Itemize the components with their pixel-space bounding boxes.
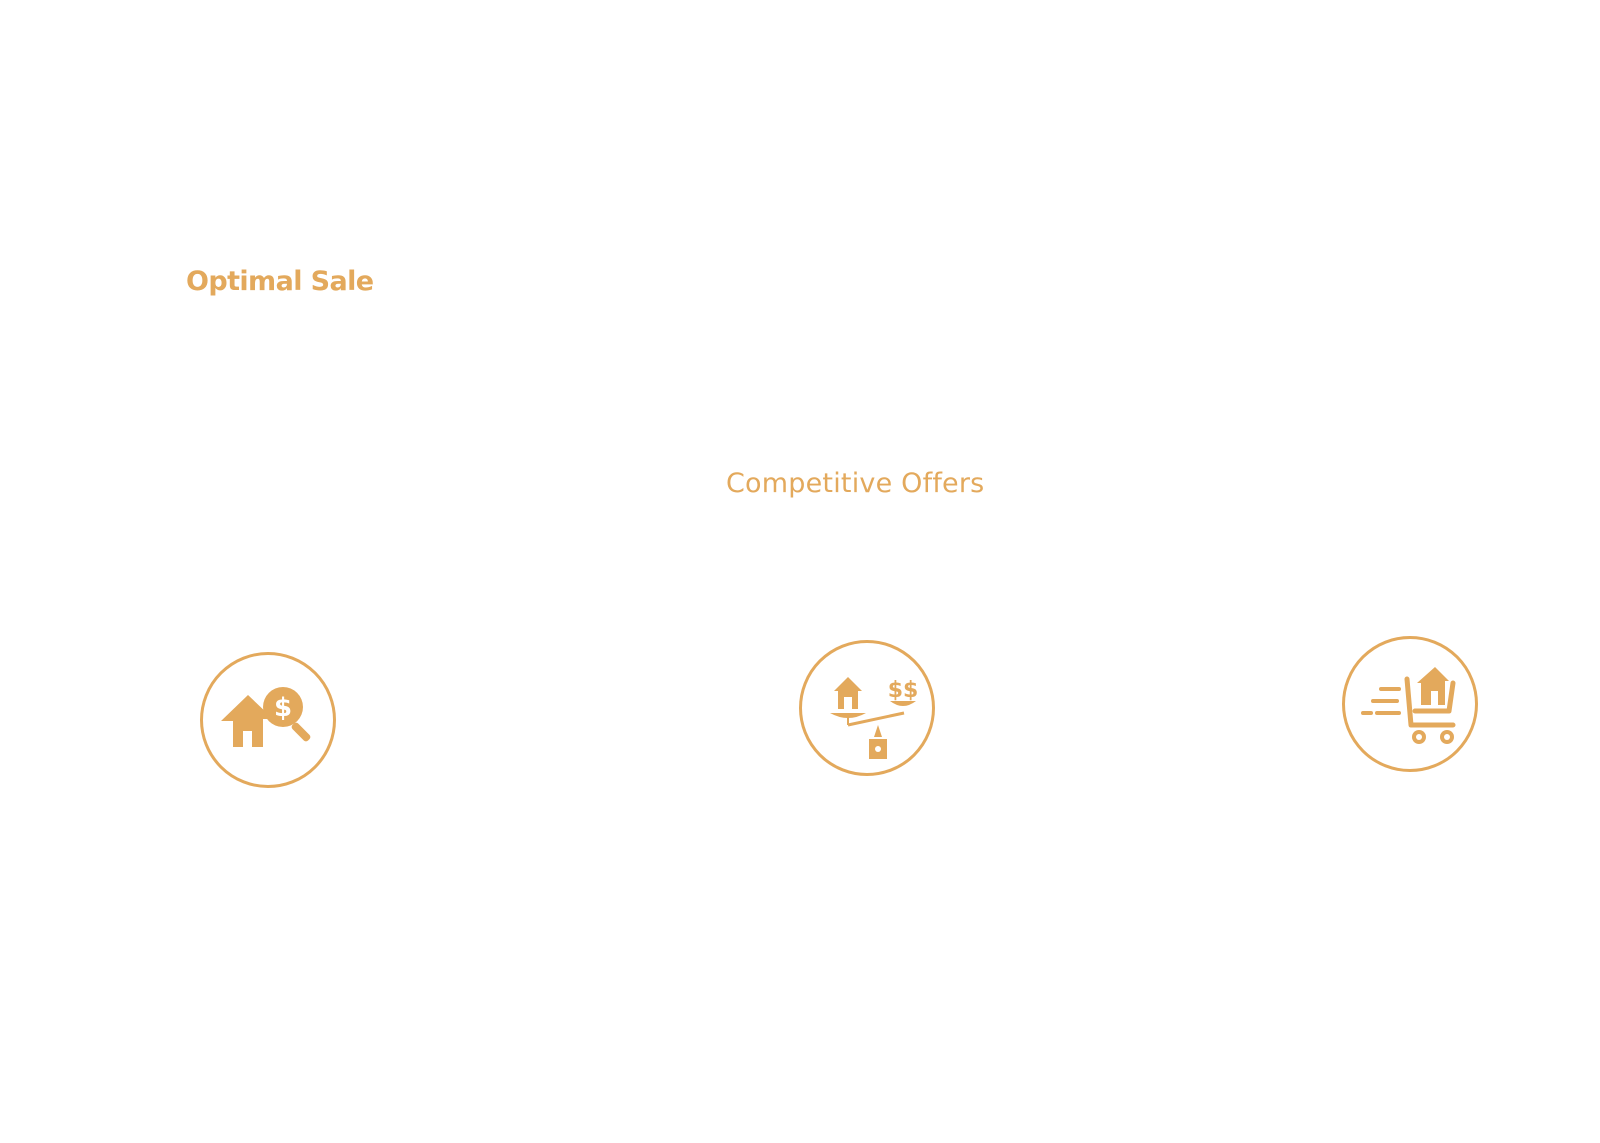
competitive-offers-heading: Competitive Offers: [726, 468, 985, 499]
optimal-sale-heading: Optimal Sale: [186, 266, 374, 297]
house-money-balance-icon: $$: [830, 677, 919, 759]
fast-house-cart-icon-circle: [1342, 636, 1478, 772]
house-price-search-icon: $: [221, 687, 311, 747]
fast-house-cart-icon: [1361, 667, 1456, 744]
house-price-search-icon-circle: $: [200, 652, 336, 788]
svg-text:$: $: [274, 693, 292, 723]
house-money-balance-icon-circle: $$: [799, 640, 935, 776]
svg-text:$$: $$: [888, 678, 919, 703]
